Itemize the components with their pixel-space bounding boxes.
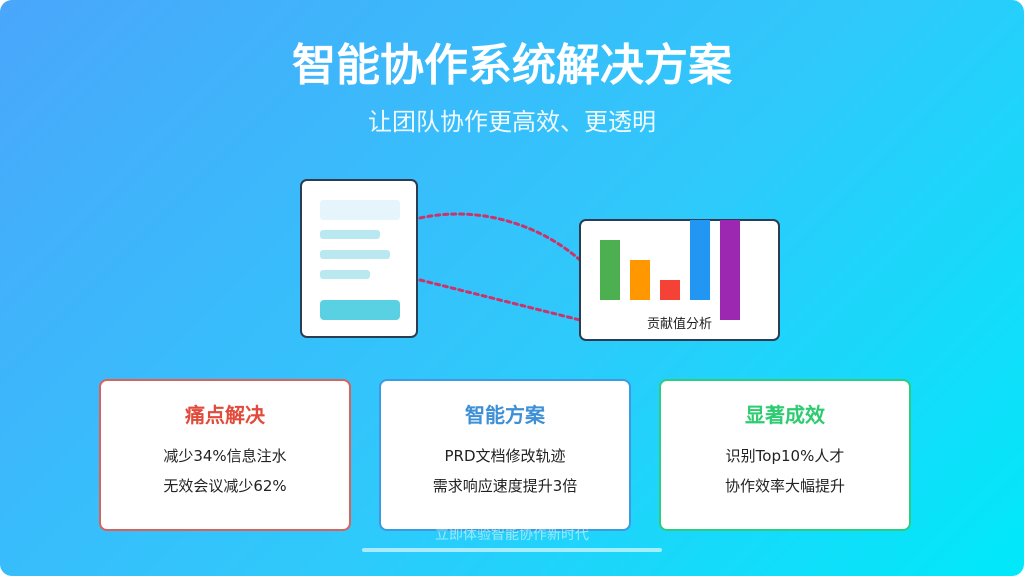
document-illustration	[300, 179, 418, 338]
cta-link[interactable]: 立即体验智能协作新时代	[435, 527, 589, 543]
cta-underline-bar	[362, 548, 662, 552]
chart-caption: 贡献值分析	[646, 317, 712, 332]
connector-line-bottom	[418, 278, 582, 322]
card-line: 需求响应速度提升3倍	[432, 477, 578, 495]
chart-bar	[630, 260, 650, 300]
card-pain-points: 痛点解决 减少34%信息注水 无效会议减少62%	[99, 379, 351, 531]
chart-bar	[690, 220, 710, 300]
document-button-placeholder	[320, 300, 400, 320]
document-text-line	[320, 230, 380, 239]
card-line: 减少34%信息注水	[163, 447, 287, 465]
card-title: 显著成效	[745, 403, 825, 427]
connector-line-top	[418, 212, 582, 262]
card-line: 无效会议减少62%	[163, 477, 287, 495]
card-title: 智能方案	[465, 403, 545, 427]
document-text-line	[320, 250, 390, 259]
card-line: PRD文档修改轨迹	[444, 447, 566, 465]
card-smart-solution: 智能方案 PRD文档修改轨迹 需求响应速度提升3倍	[379, 379, 631, 531]
card-line: 识别Top10%人才	[725, 447, 845, 465]
page-subtitle: 让团队协作更高效、更透明	[368, 108, 656, 136]
chart-bar	[660, 280, 680, 300]
card-line: 协作效率大幅提升	[724, 477, 845, 495]
document-text-line	[320, 270, 370, 279]
chart-bar	[720, 220, 740, 320]
page-title: 智能协作系统解决方案	[292, 40, 732, 91]
contribution-chart-illustration: 贡献值分析	[579, 219, 780, 341]
card-results: 显著成效 识别Top10%人才 协作效率大幅提升	[659, 379, 911, 531]
chart-bar	[600, 240, 620, 300]
card-title: 痛点解决	[185, 403, 265, 427]
document-heading-placeholder	[320, 200, 400, 220]
